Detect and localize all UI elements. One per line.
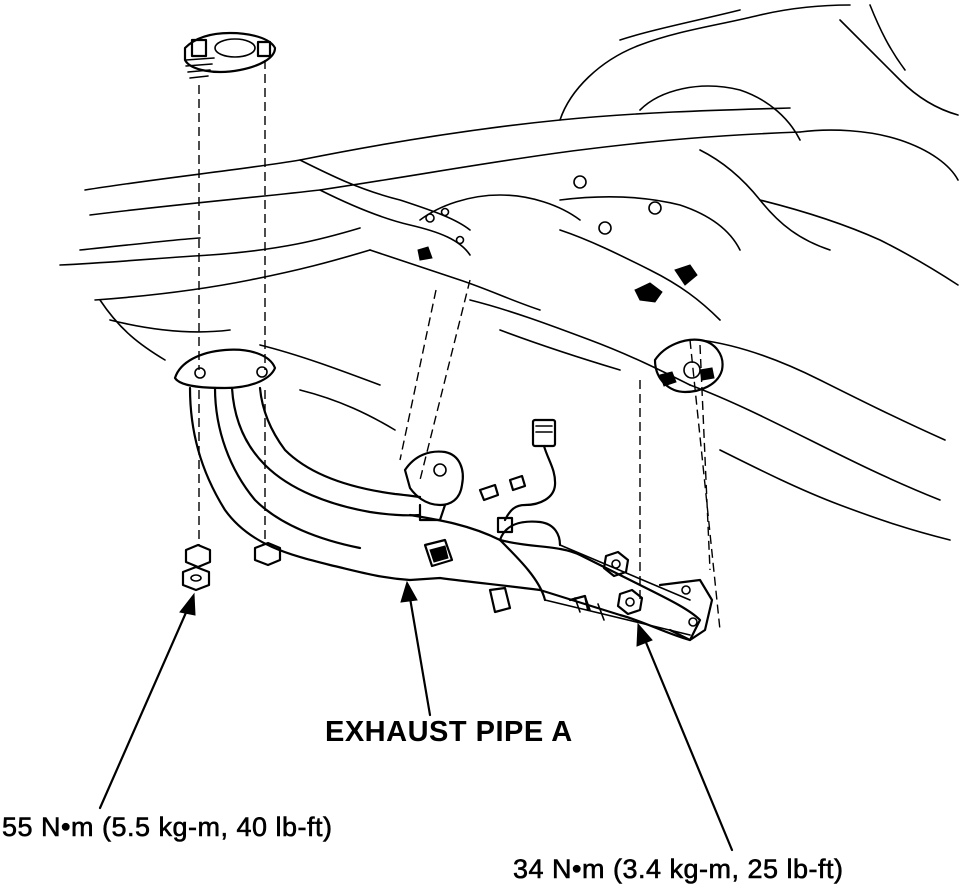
upper-flange bbox=[183, 31, 277, 74]
exhaust-pipe-a bbox=[173, 348, 714, 642]
leader-arrow-pipe bbox=[400, 580, 432, 717]
stud-bolt-icon bbox=[185, 38, 272, 79]
part-name-label: EXHAUST PIPE A bbox=[325, 716, 573, 748]
alignment-lines bbox=[198, 60, 721, 631]
oxygen-sensor-icon bbox=[496, 418, 557, 534]
hex-nut-icon bbox=[602, 550, 644, 616]
torque-flange-label: 55 N•m (5.5 kg-m, 40 lb-ft) bbox=[2, 812, 333, 843]
torque-bracket-label: 34 N•m (3.4 kg-m, 25 lb-ft) bbox=[513, 854, 844, 885]
leader-arrow-bracket bbox=[636, 622, 734, 852]
rear-mount bbox=[653, 338, 724, 394]
bolt-icon bbox=[423, 474, 590, 614]
vehicle-frame bbox=[59, 4, 959, 541]
flange-nut-icon bbox=[181, 541, 282, 592]
pipe-bracket bbox=[403, 450, 464, 522]
leader-arrow-flange bbox=[98, 592, 196, 810]
